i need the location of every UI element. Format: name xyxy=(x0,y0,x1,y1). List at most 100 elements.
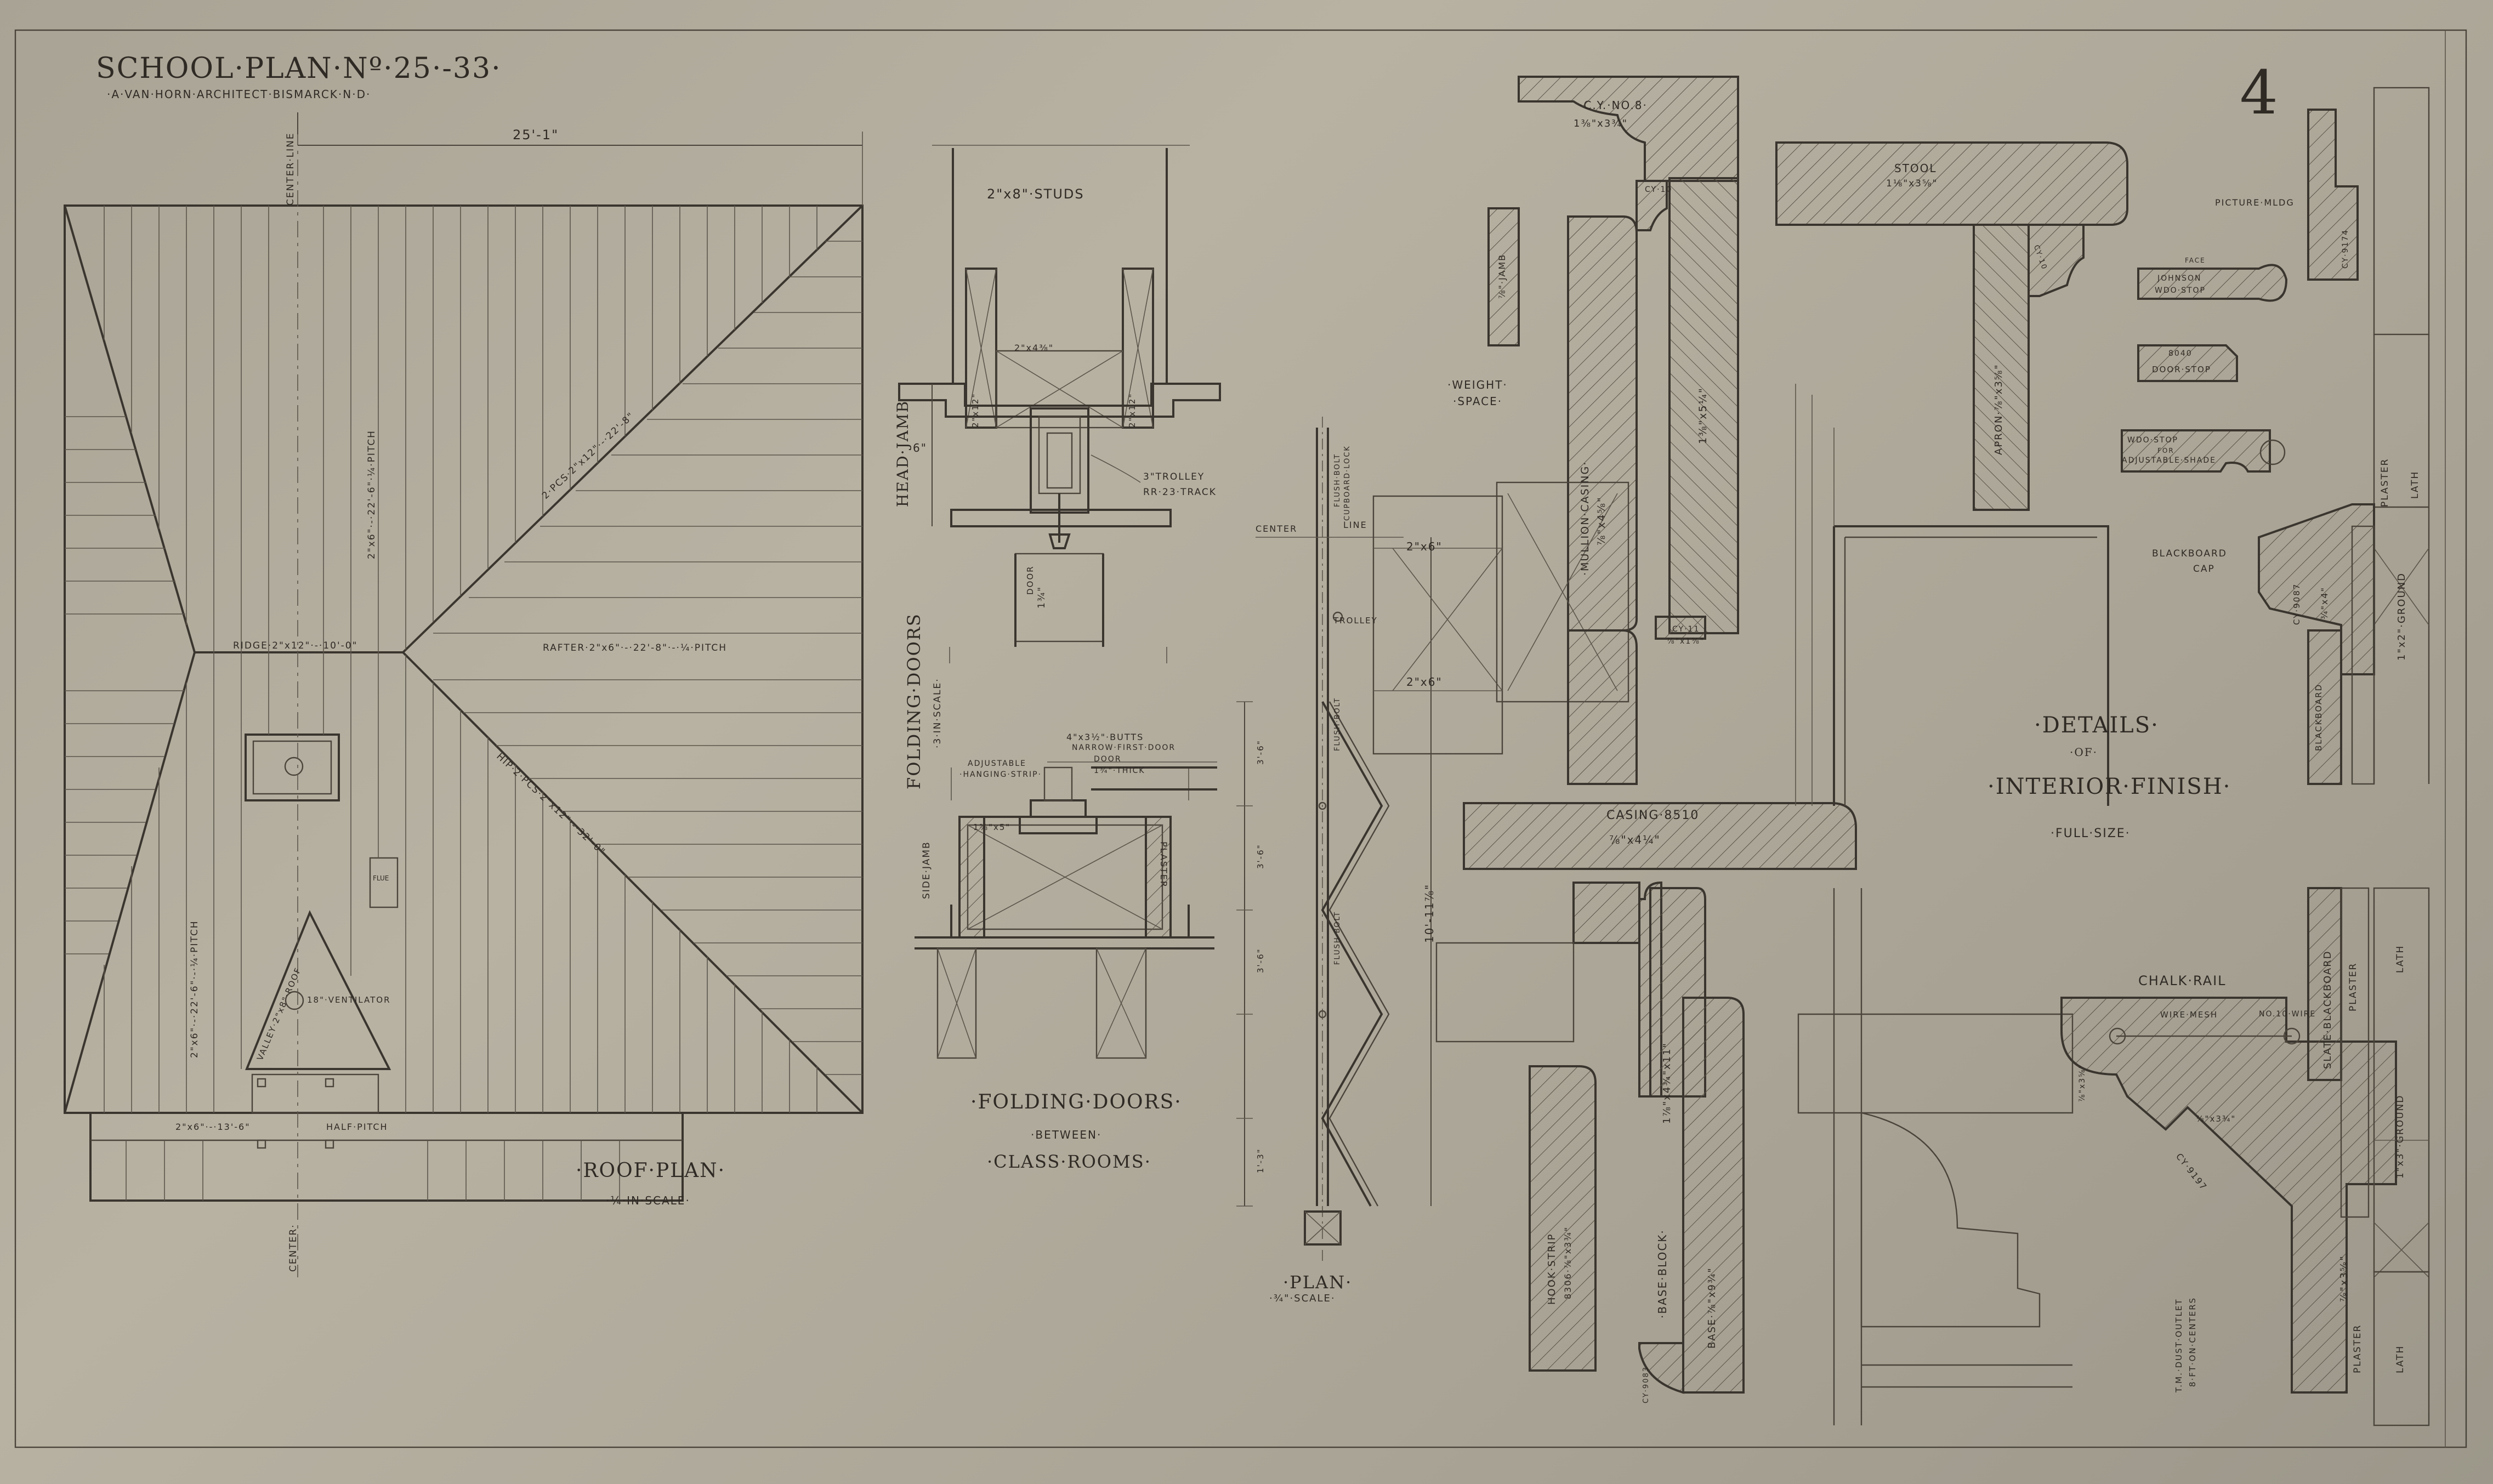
window-stop-for: FOR xyxy=(2157,447,2174,454)
stud-left-dimension: 2"x12" xyxy=(970,393,980,428)
door-note: DOOR xyxy=(1094,755,1122,764)
plan-dimension-1: 3'-6" xyxy=(1256,740,1265,765)
studs-label: 2"x8"·STUDS xyxy=(987,186,1084,202)
wire-number-label: NO.10·WIRE xyxy=(2259,1010,2316,1019)
plan-total-dimension: 10'-11⅞" xyxy=(1423,883,1436,943)
trolley-note: 3"TROLLEY xyxy=(1143,471,1205,482)
face-label: FACE xyxy=(2185,257,2206,264)
rafter-note-top: 2"x6"·-·22'-6"·¼·PITCH xyxy=(366,430,377,559)
plan-dimension-3: 3'-6" xyxy=(1256,948,1265,973)
dust-outlet-spacing: 8·FT·ON·CENTERS xyxy=(2188,1297,2197,1387)
architect-credit: ·A·VAN·HORN·ARCHITECT·BISMARCK·N·D· xyxy=(107,88,371,101)
plan-center-label: CENTER xyxy=(1256,524,1298,534)
center-line-bottom-label: CENTER· xyxy=(288,1224,299,1272)
cy-11-dimension: ⅞"x1⅝" xyxy=(1667,637,1705,646)
plan-line-label: LINE xyxy=(1343,520,1367,530)
rafters-left xyxy=(65,416,185,954)
details-scale: ·FULL·SIZE· xyxy=(2051,827,2131,840)
roof-plan-scale: ·¼·IN·SCALE· xyxy=(606,1194,690,1207)
blackboard-cap-label: BLACKBOARD xyxy=(2152,548,2227,559)
casing-dimension: ⅞"x4¼" xyxy=(1609,833,1661,846)
header-dimension: 2"x4⅜" xyxy=(1014,343,1054,353)
side-jamb-drawing xyxy=(915,761,1217,1059)
stool-label: STOOL xyxy=(1894,162,1937,175)
cy-10-label: CY·10 xyxy=(1645,185,1673,194)
plan-stud-a: 2"x6" xyxy=(1406,540,1443,553)
folding-doors-small-title: FOLDING·DOORS xyxy=(904,613,924,789)
rafter-note-left: 2"x6"·-·22'-6"·-·¼·PITCH xyxy=(189,920,200,1058)
ventilator-note: 18"·VENTILATOR xyxy=(307,995,391,1005)
rafters-bottom xyxy=(104,652,817,1113)
sheet-border xyxy=(14,29,2467,1448)
wire-mesh-label: WIRE·MESH xyxy=(2160,1010,2218,1020)
blackboard-label: BLACKBOARD xyxy=(2314,683,2324,751)
sheet-number: 4 xyxy=(2240,58,2278,128)
side-jamb-plaster-label: PLASTER xyxy=(1159,841,1169,889)
casing-label: CASING·8510 xyxy=(1606,809,1700,822)
johnson-stop-label-2: WDO·STOP xyxy=(2155,286,2206,295)
plaster-label-3: PLASTER xyxy=(2352,1324,2363,1373)
interior-details-drawing xyxy=(1435,76,2430,1426)
details-interior-finish: ·INTERIOR·FINISH· xyxy=(1987,774,2231,799)
plan-flush-bolt-1: FLUSH·BOLT xyxy=(1333,453,1342,507)
plan-dimension-4: 1'-3" xyxy=(1256,1148,1265,1173)
flue-note: FLUE xyxy=(373,874,389,882)
door-stop-number: 8040 xyxy=(2168,349,2193,358)
chalk-rail-label: CHALK·RAIL xyxy=(2138,973,2227,988)
slate-blackboard-label: SLATE·BLACKBOARD xyxy=(2322,950,2333,1069)
ground-label-1: 1"x2"·GROUND xyxy=(2396,572,2407,661)
plan-trolley-label: TROLLEY xyxy=(1333,616,1378,626)
door-dimension: 1¾" xyxy=(1036,585,1047,609)
hook-strip-dimension: 8306·⅞"x3¾" xyxy=(1563,1226,1573,1299)
plan-scale: ·¾"·SCALE· xyxy=(1269,1293,1336,1304)
ground-label-2: 1"x3"·GROUND xyxy=(2395,1094,2406,1179)
door-thickness-note: 1¾"·THICK xyxy=(1094,766,1145,775)
plan-title: ·PLAN· xyxy=(1283,1272,1353,1293)
cy-no8-label: ·C.Y.·NO.8· xyxy=(1579,99,1648,112)
lath-label-2: LATH xyxy=(2395,945,2406,973)
stop-dimension: 1⅜"x5¼" xyxy=(1697,387,1709,444)
head-jamb-dimension: 6" xyxy=(913,441,927,454)
chalk-rail-dimension-1: ⅞"x3⅝" xyxy=(2078,1064,2087,1102)
details-of: ·OF· xyxy=(2070,746,2098,759)
center-line-top-label: CENTER·LINE xyxy=(285,132,296,206)
rafters-right xyxy=(433,241,862,1075)
folding-doors-rooms: ·CLASS·ROOMS· xyxy=(987,1151,1151,1172)
mullion-casing-label: ·MULLION·CASING· xyxy=(1579,460,1591,576)
folding-doors-title: ·FOLDING·DOORS· xyxy=(970,1091,1182,1113)
plan-dimension-2: 3'-6" xyxy=(1256,844,1265,869)
drawing-title: SCHOOL·PLAN·Nº·25·-33· xyxy=(96,52,502,85)
folding-doors-between: ·BETWEEN· xyxy=(1031,1128,1102,1141)
cy-no8-dimension: 1⅜"x3¾" xyxy=(1574,118,1628,129)
side-jamb-dimension: 1⅝"x5" xyxy=(973,822,1011,832)
stool-dimension: 1⅛"x3⅝" xyxy=(1886,178,1938,189)
track-note: RR·23·TRACK xyxy=(1143,487,1217,498)
roof-width-dimension: 25'-1" xyxy=(513,127,559,143)
head-jamb-label: HEAD·JAMB xyxy=(894,400,912,507)
plan-stud-b: 2"x6" xyxy=(1406,675,1443,689)
rafter-note-right: RAFTER·2"x6"·-·22'-8"·-·¼·PITCH xyxy=(543,643,728,653)
side-jamb-label: SIDE·JAMB xyxy=(921,841,932,899)
details-title: ·DETAILS· xyxy=(2034,713,2159,738)
plaster-label-2: PLASTER xyxy=(2348,962,2359,1011)
jamb-label: ⅞"·JAMB xyxy=(1497,253,1507,299)
base-block-label: ·BASE·BLOCK· xyxy=(1656,1229,1669,1318)
window-stop-shade: ADJUSTABLE·SHADE xyxy=(2122,456,2216,465)
plaster-label-1: PLASTER xyxy=(2380,458,2390,507)
johnson-stop-label: JOHNSON xyxy=(2157,274,2202,283)
apron-label: APRON·⅞"x3⅝" xyxy=(1993,363,2004,455)
base-dimension: BASE·⅞"x9¾" xyxy=(1706,1267,1718,1349)
base-block-dimension: 1⅞"x4¾"x11" xyxy=(1661,1042,1673,1124)
hook-strip-label: HOOK·STRIP xyxy=(1546,1233,1558,1305)
roof-plan-drawing xyxy=(64,129,864,1277)
cy-9087-label: CY·9087 xyxy=(2292,583,2302,625)
window-stop-label: WDO·STOP xyxy=(2127,436,2178,445)
plan-flush-bolt-2: FLUSH·BOLT xyxy=(1333,697,1342,751)
hanging-strip-note: ·HANGING·STRIP· xyxy=(959,770,1042,779)
blackboard-cap-label-2: CAP xyxy=(2193,564,2215,575)
butts-note: 4"x3½"·BUTTS xyxy=(1066,732,1144,742)
lath-label-1: LATH xyxy=(2410,470,2421,499)
chalk-rail-dimension-2: ⅞"x3¾" xyxy=(2196,1114,2236,1124)
